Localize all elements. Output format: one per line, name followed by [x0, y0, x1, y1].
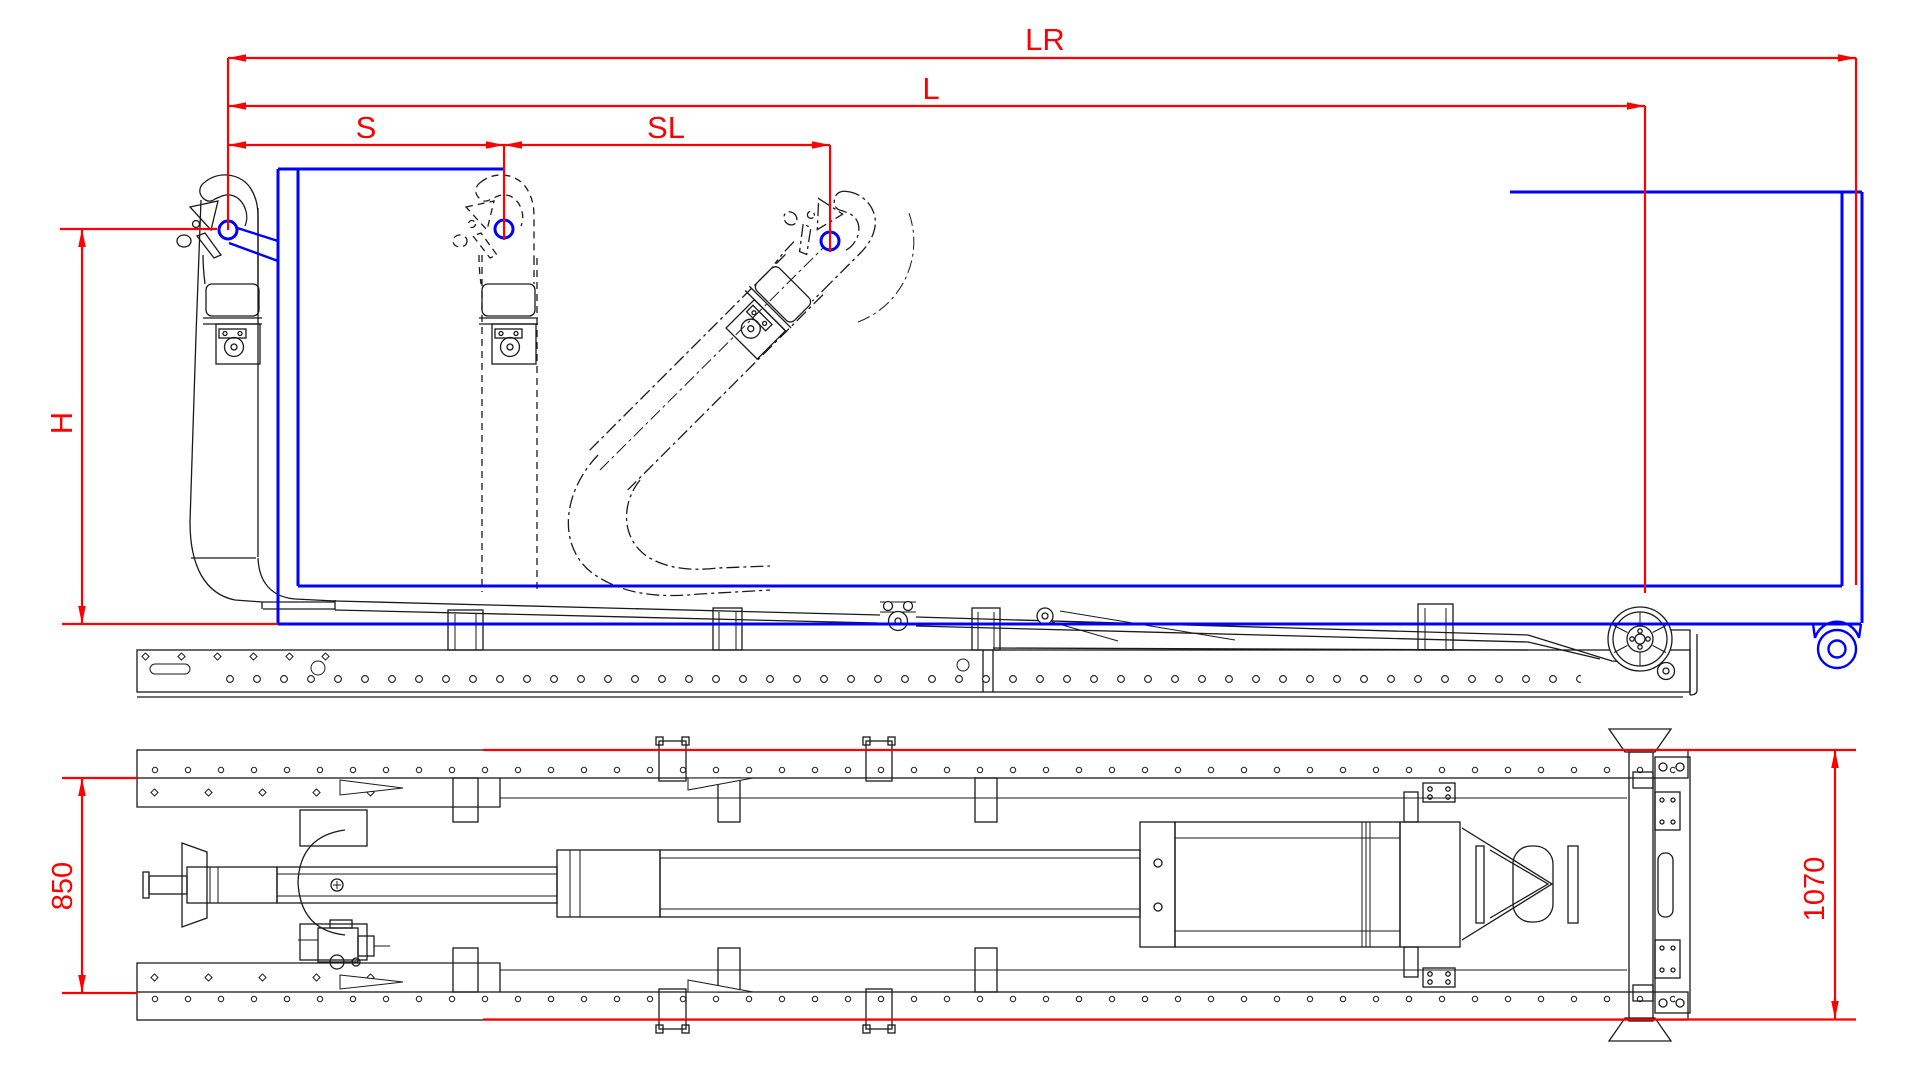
rail-top-rivets	[141, 652, 330, 661]
plan-rail-holes-top	[150, 764, 1675, 776]
rail-bolt-holes	[225, 672, 1581, 686]
dim-label-L: L	[922, 71, 939, 106]
dim-label-H: H	[44, 412, 79, 434]
dimension-H	[60, 227, 278, 626]
plan-front-rivets	[150, 788, 375, 982]
container-rear-roller	[1811, 620, 1863, 670]
plan-inner-brackets	[452, 777, 998, 993]
side-view-chassis	[136, 600, 1698, 698]
dimension-lines: LR L S SL H 850 1070	[44, 22, 1858, 1021]
dim-label-SL: SL	[647, 110, 685, 145]
dim-label-S: S	[356, 110, 377, 145]
dim-label-850: 850	[47, 862, 79, 910]
hook-arm-tilted-position	[567, 166, 915, 597]
plan-rail-holes-bottom	[150, 993, 1675, 1005]
dimension-850	[62, 776, 137, 995]
dimension-L	[228, 102, 1645, 110]
frame-pivot-joint	[880, 600, 916, 632]
plan-valve-assembly	[298, 919, 390, 970]
dimension-S-SL	[228, 141, 830, 149]
container-outline	[217, 167, 1864, 670]
hook-arm-mid-position	[452, 174, 539, 592]
container-hook-bar	[228, 224, 279, 263]
plan-view-chassis	[136, 728, 1691, 1042]
hook-arm-front-position	[176, 174, 336, 603]
rear-guide-roller-small	[1656, 661, 1676, 681]
dim-label-1070: 1070	[1799, 857, 1831, 922]
plan-guide-blocks	[655, 736, 896, 1034]
dimension-LR	[228, 54, 1856, 62]
plan-rear-funnel	[1461, 827, 1579, 941]
dimension-1070	[483, 748, 1856, 1021]
dim-label-LR: LR	[1025, 22, 1065, 57]
rear-roller-wheel	[1607, 606, 1673, 672]
